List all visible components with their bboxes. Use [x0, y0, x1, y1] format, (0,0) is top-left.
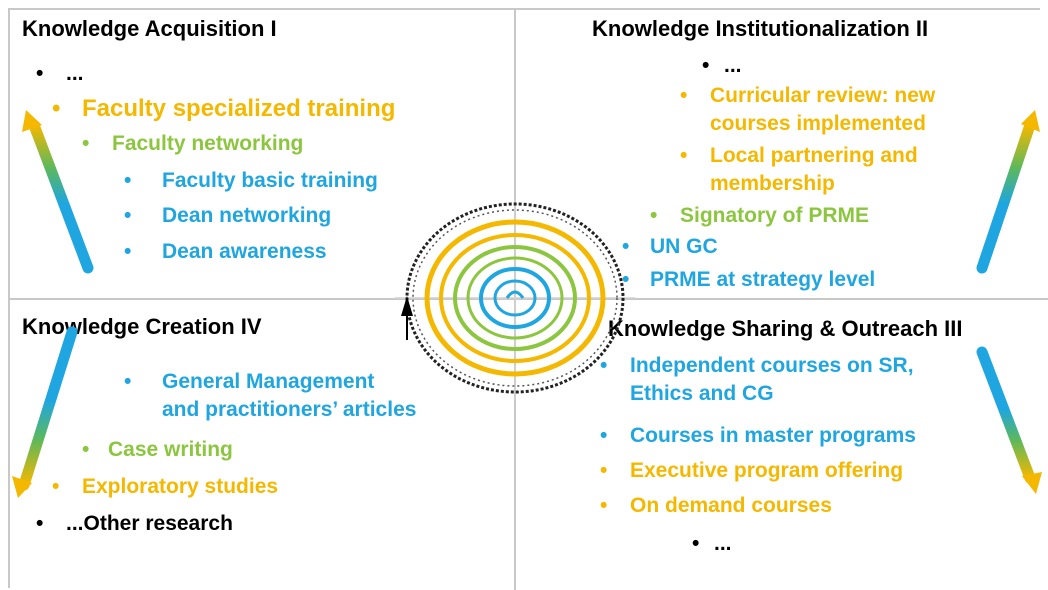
list-item: •Local partnering and membership [680, 144, 918, 195]
list-item: •Courses in master programs [600, 424, 916, 447]
list-item: •General Management and practitioners’ a… [124, 370, 417, 421]
gradient-arrow-down-left [12, 326, 78, 498]
quadrant-title-creation: Knowledge Creation IV [22, 314, 262, 339]
list-item: •... [702, 54, 742, 77]
quadrant-title-acquisition: Knowledge Acquisition I [22, 16, 277, 41]
list-item: •Faculty specialized training [52, 95, 396, 122]
list-item: •Faculty basic training [124, 169, 378, 192]
list-item: •Dean networking [124, 204, 332, 227]
list-item: •Curricular review: new courses implemen… [680, 84, 936, 135]
list-item: •Signatory of PRME [650, 204, 870, 227]
list-item: •Faculty networking [82, 132, 304, 155]
list-item: •PRME at strategy level [622, 268, 876, 291]
list-item: •On demand courses [600, 494, 832, 517]
gradient-arrow-up-right [976, 110, 1040, 274]
gradient-arrow-up-left [22, 110, 94, 274]
list-item: •Case writing [82, 438, 233, 461]
list-item: •Independent courses on SR, Ethics and C… [600, 354, 914, 405]
quadrant-title-institutionalization: Knowledge Institutionalization II [592, 16, 929, 41]
list-item: •... [692, 532, 732, 555]
horizontal-divider [8, 298, 1048, 300]
gradient-arrow-down-right [976, 346, 1042, 494]
list-item: •Exploratory studies [52, 475, 279, 498]
list-item: •Executive program offering [600, 459, 904, 482]
list-item: •...Other research [36, 512, 233, 535]
spiral-cycle-icon [395, 200, 635, 400]
list-item: •UN GC [622, 235, 718, 258]
list-item: •... [36, 62, 84, 85]
list-item: •Dean awareness [124, 240, 327, 263]
quadrant-title-sharing-outreach: Knowledge Sharing & Outreach III [608, 316, 963, 341]
